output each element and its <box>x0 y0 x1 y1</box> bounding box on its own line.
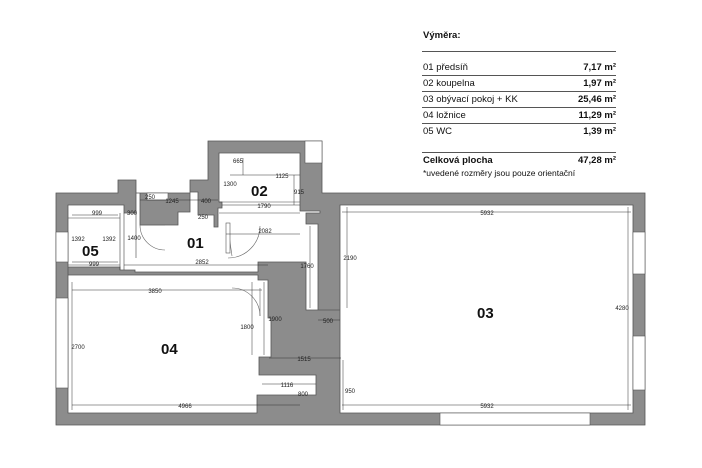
legend-divider <box>422 107 616 108</box>
dimension-label: 1245 <box>165 199 179 205</box>
dimension-label: 300 <box>127 211 138 217</box>
dimension-label: 1400 <box>127 236 141 242</box>
plan-windows <box>55 140 646 426</box>
dimension-label: 1300 <box>223 182 237 188</box>
dimension-label: 1790 <box>257 204 271 210</box>
dimension-label: 1116 <box>281 383 294 389</box>
dimension-label: 1800 <box>240 325 254 331</box>
legend-row-label: 01 předsíň <box>423 62 468 73</box>
legend-title: Výměra: <box>423 30 461 41</box>
legend-divider <box>422 75 616 76</box>
legend-row-value: 25,46 m² <box>577 94 616 105</box>
dimension-label: 1900 <box>268 317 282 323</box>
legend-row-label: 05 WC <box>423 126 453 137</box>
plan-walls <box>55 140 646 426</box>
dimension-label: 1392 <box>71 237 85 243</box>
legend-row-label: 02 koupelna <box>423 78 475 89</box>
legend-row-label: 04 ložnice <box>423 110 466 121</box>
dimension-label: 4280 <box>615 306 629 312</box>
dimension-label: 5932 <box>480 404 494 410</box>
room-number: 01 <box>187 235 204 252</box>
room-labels: 05 01 02 03 04 <box>82 183 494 358</box>
dimension-label: 500 <box>323 319 334 325</box>
dimension-label: 950 <box>345 389 356 395</box>
legend-total-value: 47,28 m² <box>577 155 616 166</box>
legend-total-label: Celková plocha <box>423 155 493 166</box>
dimension-label: 2190 <box>343 256 357 262</box>
room-number: 05 <box>82 243 99 260</box>
door-leaf <box>225 222 231 254</box>
dimension-label: 2852 <box>195 260 209 266</box>
dimension-label: 250 <box>198 215 209 221</box>
dimension-label: 915 <box>294 190 305 196</box>
dimension-label: 3850 <box>148 289 162 295</box>
legend-divider <box>422 123 616 124</box>
dimension-label: 999 <box>89 262 100 268</box>
dimension-label: 5932 <box>480 211 494 217</box>
legend-note: *uvedené rozměry jsou pouze orientační <box>423 168 576 178</box>
dimension-label: 2082 <box>258 229 272 235</box>
plan-inner-lines <box>68 201 300 270</box>
dimension-label: 250 <box>145 195 156 201</box>
plan-doors <box>139 224 261 317</box>
dimension-label: 1515 <box>297 357 311 363</box>
dimension-label: 1760 <box>300 264 314 270</box>
dimension-label: 1392 <box>102 237 116 243</box>
dimension-label: 400 <box>201 199 212 205</box>
room-number: 04 <box>161 341 178 358</box>
dimension-label: 2700 <box>71 345 85 351</box>
dimension-label: 999 <box>92 211 103 217</box>
legend-divider <box>422 91 616 92</box>
room-number: 02 <box>251 183 268 200</box>
dimension-label: 800 <box>298 392 309 398</box>
dimension-labels: 5932 5932 4280 2190 1760 500 950 1515 11… <box>71 159 629 410</box>
legend-row-label: 03 obývací pokoj + KK <box>423 94 518 105</box>
dimension-label: 1125 <box>276 174 290 180</box>
legend-row-value: 7,17 m² <box>583 62 616 73</box>
legend-row-value: 1,39 m² <box>583 126 616 137</box>
legend-row-value: 1,97 m² <box>583 78 616 89</box>
dimension-label: 4966 <box>178 404 192 410</box>
legend-row-value: 11,29 m² <box>578 110 617 121</box>
dimension-lines <box>71 158 631 410</box>
legend-divider <box>422 51 616 52</box>
legend-divider <box>422 152 616 153</box>
dimension-label: 665 <box>233 159 244 165</box>
room-number: 03 <box>477 305 494 322</box>
